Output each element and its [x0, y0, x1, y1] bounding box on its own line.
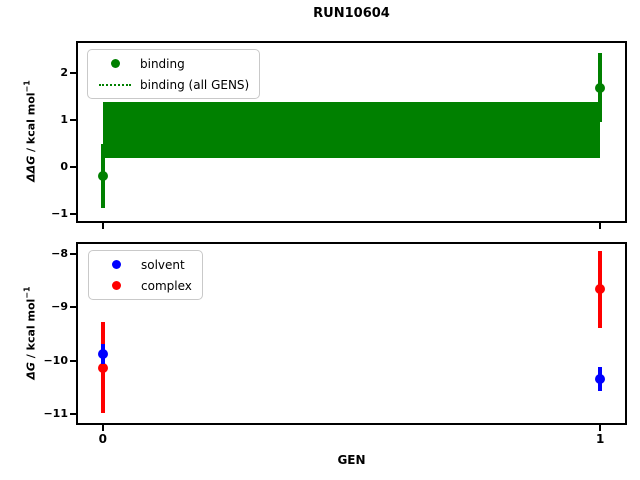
- dot-icon: [111, 281, 121, 290]
- y-tick: [70, 212, 76, 215]
- ddg-units-exponent: −1: [22, 80, 32, 93]
- legend-binding: binding binding (all GENS): [87, 49, 261, 99]
- bottom-subplot-frame: [76, 242, 627, 425]
- point-complex-gen1: [595, 284, 606, 295]
- legend-dotted-line-marker: [98, 83, 132, 86]
- y-tick-label: 0: [60, 159, 68, 173]
- legend-label: binding (all GENS): [140, 77, 250, 92]
- y-tick: [70, 412, 76, 415]
- point-solvent-gen0: [97, 349, 108, 360]
- dot-icon: [110, 59, 120, 68]
- y-tick: [70, 306, 76, 309]
- point-binding-gen0: [97, 171, 108, 182]
- legend-item-binding: binding: [98, 53, 249, 74]
- y-tick-label: −1: [51, 206, 68, 220]
- point-binding-gen1: [595, 82, 606, 93]
- legend-dot-marker: [98, 59, 132, 68]
- top-subplot-frame: [76, 41, 627, 223]
- y-tick: [70, 165, 76, 168]
- dg-units-exponent: −1: [22, 286, 32, 299]
- y-tick: [70, 359, 76, 362]
- point-complex-gen0: [97, 362, 108, 373]
- x-tick: [599, 223, 602, 229]
- legend-item-complex: complex: [99, 275, 192, 296]
- x-tick: [101, 425, 104, 431]
- legend-item-binding-all-gens-: binding (all GENS): [98, 74, 249, 95]
- y-tick: [70, 71, 76, 74]
- legend-label: complex: [141, 278, 192, 293]
- x-tick: [599, 425, 602, 431]
- x-tick: [101, 223, 104, 229]
- y-tick-label: −9: [51, 300, 68, 314]
- dotted-line-icon: [99, 83, 131, 86]
- x-tick-label: 0: [98, 432, 108, 446]
- x-axis-label: GEN: [337, 453, 366, 467]
- dot-icon: [111, 260, 121, 269]
- point-solvent-gen1: [595, 373, 606, 384]
- legend-solvent-complex: solvent complex: [88, 250, 203, 300]
- y-tick-label: 1: [60, 112, 68, 126]
- x-tick-label: 1: [595, 432, 605, 446]
- y-tick: [70, 253, 76, 256]
- legend-item-solvent: solvent: [99, 254, 192, 275]
- legend-label: binding: [140, 56, 185, 71]
- figure-title: RUN10604: [313, 6, 390, 21]
- y-tick-label: −10: [43, 353, 68, 367]
- legend-label: solvent: [141, 257, 185, 272]
- y-tick-label: −8: [51, 247, 68, 261]
- y-tick-label: 2: [60, 65, 68, 79]
- y-tick-label: −11: [43, 406, 68, 420]
- confidence-band-binding-relative-free-energy: [102, 102, 601, 158]
- legend-dot-marker: [99, 260, 133, 269]
- y-tick: [70, 118, 76, 121]
- legend-dot-marker: [99, 281, 133, 290]
